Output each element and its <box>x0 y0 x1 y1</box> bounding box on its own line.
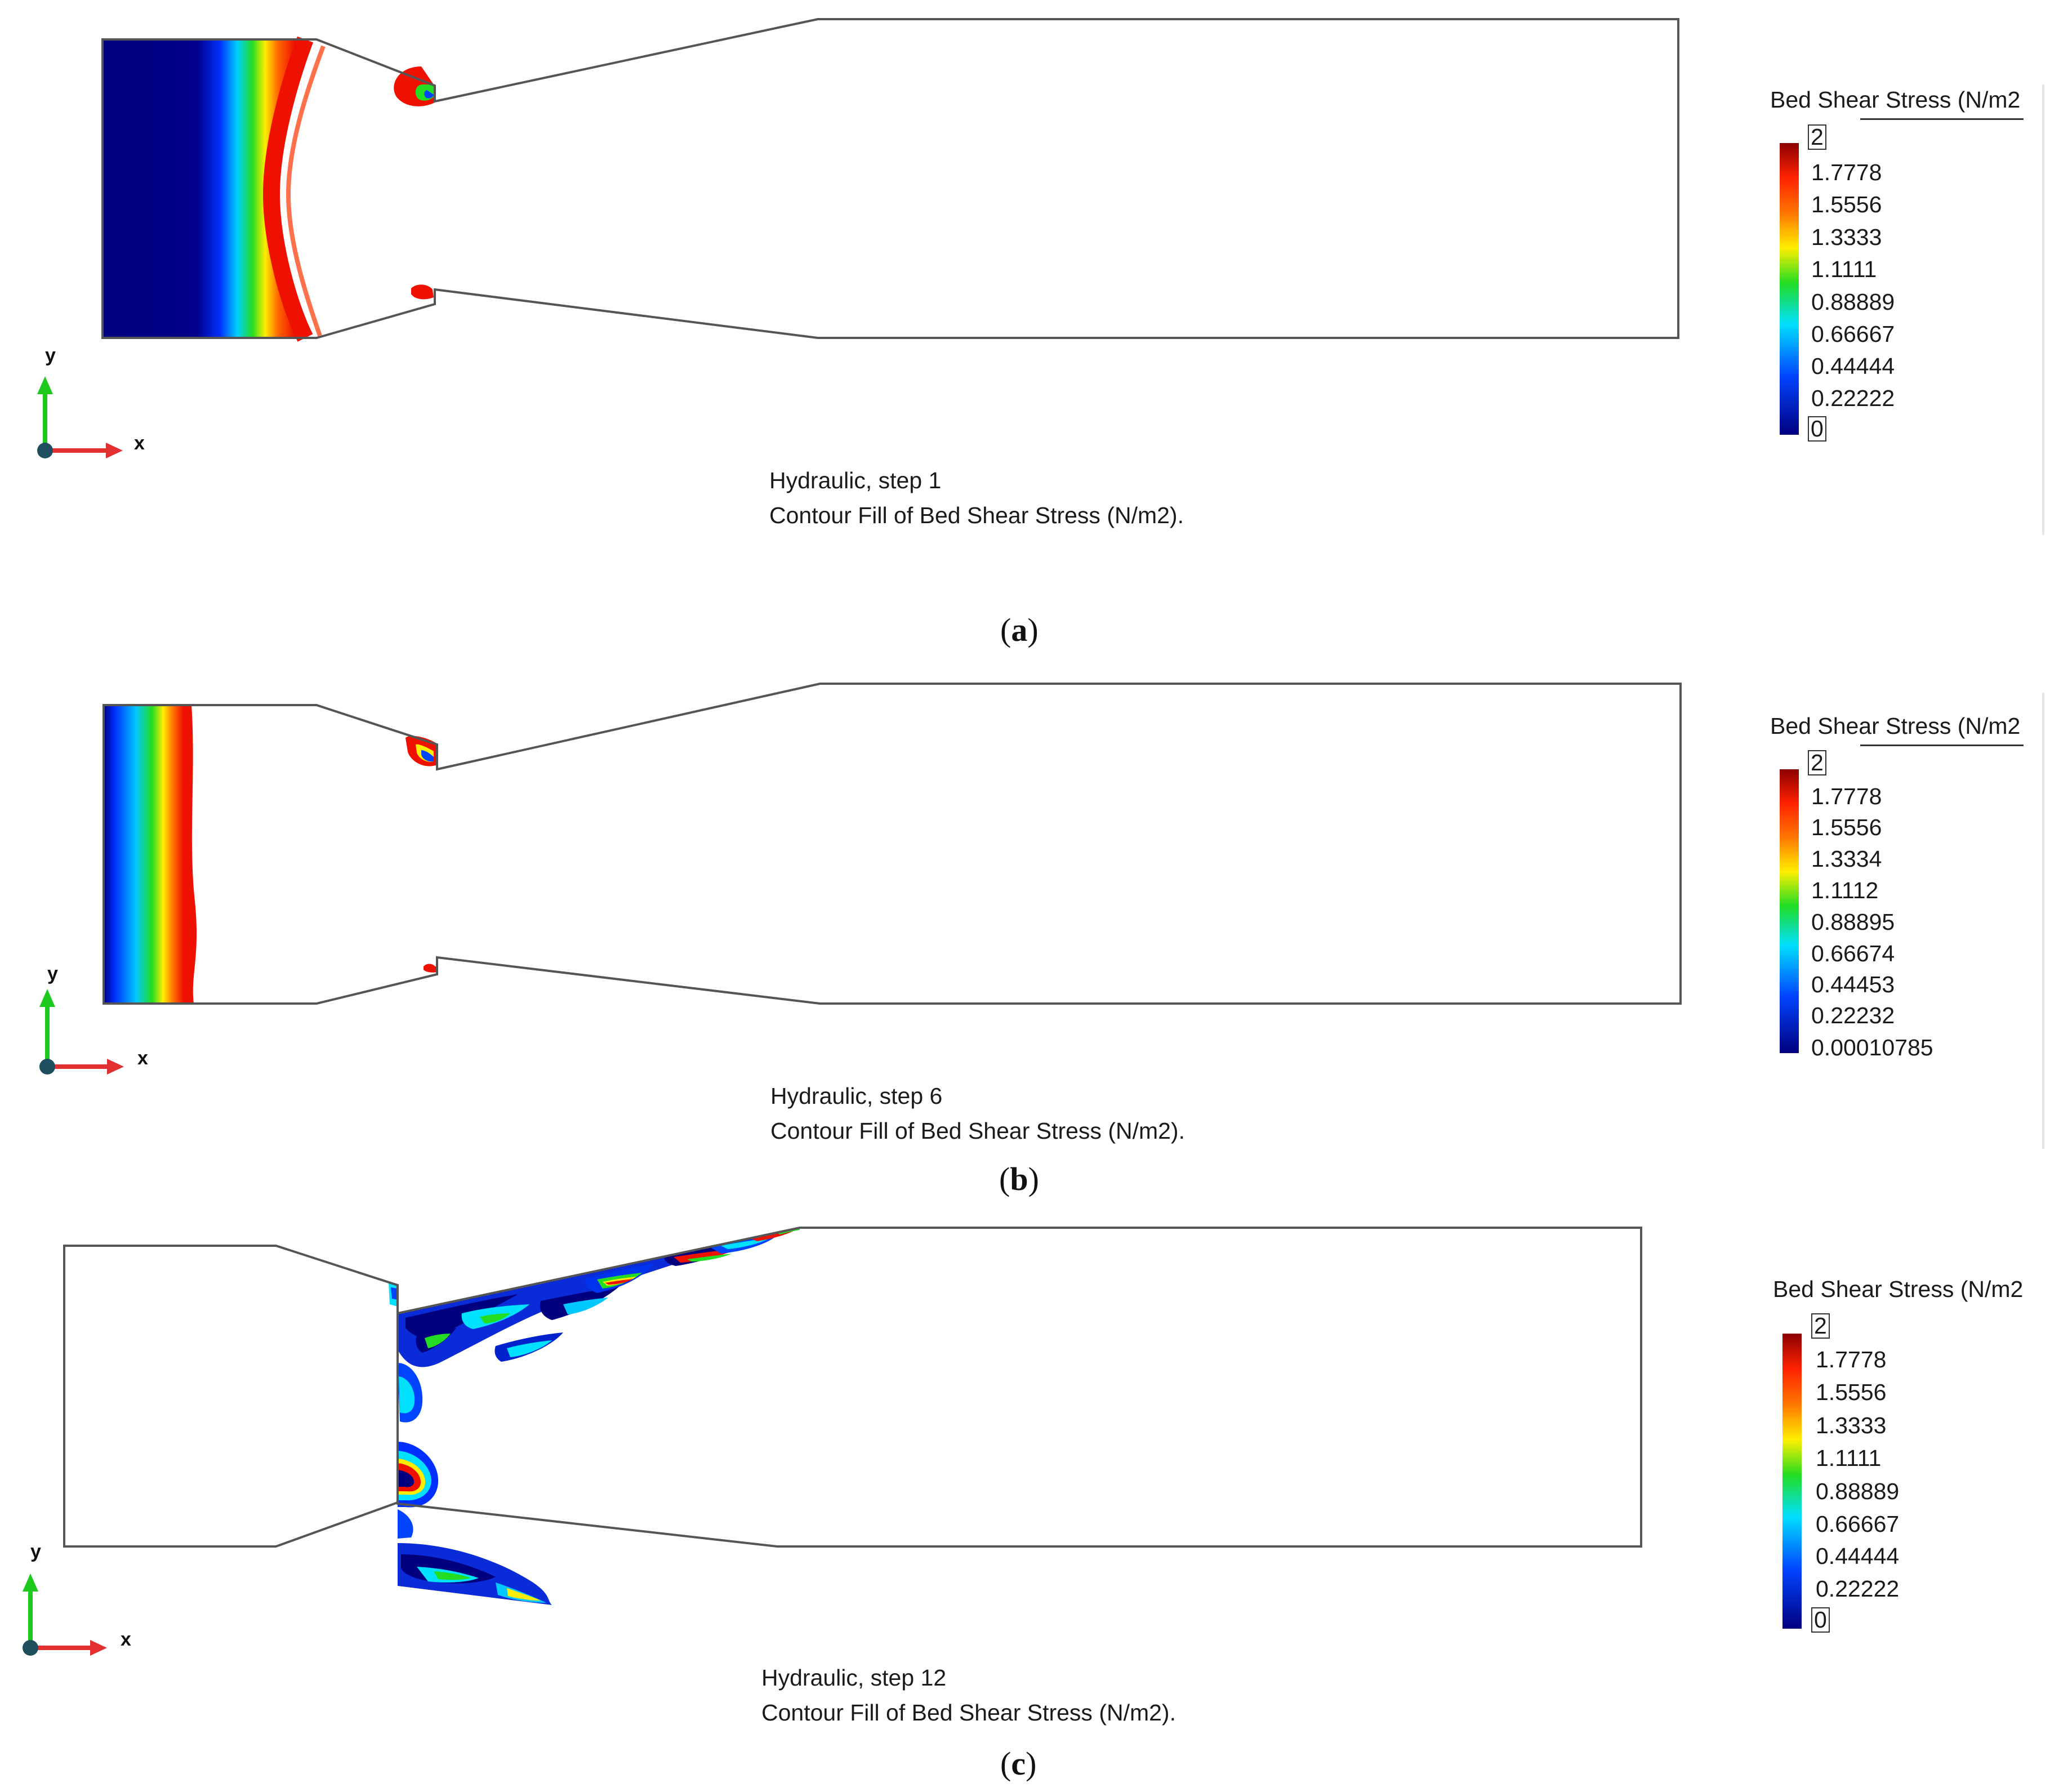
panel-c-tick-6: 0.66667 <box>1816 1511 1900 1537</box>
panel-a-tick-4: 1.1111 <box>1811 256 1877 282</box>
panel-b-colorbar <box>1780 769 1799 1053</box>
panel-b-contour <box>104 705 197 1004</box>
panel-b-tick-3: 1.3334 <box>1811 846 1882 872</box>
panel-c-domain-outline <box>63 1227 1642 1548</box>
panel-b-caption-line2: Contour Fill of Bed Shear Stress (N/m2). <box>770 1118 1185 1144</box>
panel-c-tick-4: 1.1111 <box>1816 1445 1882 1471</box>
panel-b-caption-line1: Hydraulic, step 6 <box>770 1083 943 1109</box>
panel-a-domain-outline <box>101 18 1679 339</box>
panel-b-tick-9: 0.00010785 <box>1811 1035 1933 1060</box>
panel-c-contour <box>389 1228 800 1605</box>
panel-b-x-axis-label: x <box>137 1047 148 1069</box>
panel-b-legend-underline <box>1860 745 2024 746</box>
panel-a-tick-2: 1.5556 <box>1811 191 1882 217</box>
panel-a-tick-3: 1.3333 <box>1811 224 1882 250</box>
panel-c-tick-5: 0.88889 <box>1816 1478 1900 1504</box>
panel-a-colorbar <box>1780 143 1799 435</box>
panel-c-tick-0: 2 <box>1811 1313 1830 1339</box>
panel-a-legend-underline <box>1860 118 2024 120</box>
panel-a-tick-1: 1.7778 <box>1811 159 1882 185</box>
panel-a-tick-8: 0.22222 <box>1811 385 1895 411</box>
panel-a-caption: Hydraulic, step 1 Contour Fill of Bed Sh… <box>769 463 1184 533</box>
panel-b-y-axis-label: y <box>47 963 58 984</box>
panel-b-plot <box>39 683 1682 1075</box>
panel-b-legend-title: Bed Shear Stress (N/m2 <box>1770 713 2021 739</box>
panel-b-domain-outline <box>102 683 1682 1005</box>
panel-c-y-axis-label: y <box>30 1541 41 1562</box>
panel-b-tick-0: 2 <box>1808 750 1826 775</box>
panel-a-y-axis-label: y <box>45 345 56 366</box>
panel-c-caption-line2: Contour Fill of Bed Shear Stress (N/m2). <box>761 1700 1176 1726</box>
panel-a-axis-triad <box>37 376 123 458</box>
panel-b-throat-blob-bottom <box>424 964 437 973</box>
panel-b-tick-7: 0.44453 <box>1811 971 1895 997</box>
panel-c-plot <box>23 1227 1642 1656</box>
panel-c-tick-1: 1.7778 <box>1816 1347 1887 1372</box>
panel-c-tick-9: 0 <box>1811 1607 1830 1633</box>
panel-c-x-axis-label: x <box>121 1629 131 1650</box>
panel-c-caption-line1: Hydraulic, step 12 <box>761 1665 947 1691</box>
panel-b-tick-4: 1.1112 <box>1811 877 1879 903</box>
panel-a-tick-5: 0.88889 <box>1811 289 1895 315</box>
panel-c-axis-triad <box>23 1573 107 1656</box>
panel-c-tick-3: 1.3333 <box>1816 1412 1887 1438</box>
panel-b-label: (b) <box>999 1161 1039 1197</box>
panel-a-x-axis-label: x <box>134 433 145 454</box>
panel-c-colorbar <box>1782 1334 1802 1629</box>
panel-c: y x Bed Shear Stress (N/m2 2 1.7778 1.55… <box>0 1194 2050 1792</box>
panel-a-plot <box>37 18 1679 458</box>
panel-a-tick-9: 0 <box>1808 416 1826 442</box>
panel-a-legend-title: Bed Shear Stress (N/m2 <box>1770 87 2021 113</box>
panel-b-tick-1: 1.7778 <box>1811 783 1882 809</box>
panel-b-axis-triad <box>39 989 124 1075</box>
panel-a-caption-line2: Contour Fill of Bed Shear Stress (N/m2). <box>769 502 1184 528</box>
panel-c-tick-8: 0.22222 <box>1816 1576 1900 1602</box>
right-edge-rule-top <box>2042 84 2044 535</box>
panel-b-legend: Bed Shear Stress (N/m2 2 1.7778 1.5556 1… <box>1770 713 2040 1062</box>
panel-a-legend: Bed Shear Stress (N/m2 2 1.7778 1.5556 1… <box>1770 87 2040 453</box>
panel-a-tick-7: 0.44444 <box>1811 353 1895 379</box>
panel-b-caption: Hydraulic, step 6 Contour Fill of Bed Sh… <box>770 1078 1185 1148</box>
panel-b-tick-8: 0.22232 <box>1811 1002 1895 1028</box>
panel-c-legend-title: Bed Shear Stress (N/m2 <box>1773 1276 2024 1302</box>
panel-c-label: (c) <box>1000 1745 1037 1782</box>
panel-c-tick-2: 1.5556 <box>1816 1379 1887 1405</box>
panel-a-label: (a) <box>1000 612 1039 648</box>
panel-a: y x Bed Shear Stress (N/m2 2 1.7778 1.55… <box>0 0 2050 659</box>
panel-b-tick-5: 0.88895 <box>1811 909 1895 935</box>
panel-b-tick-6: 0.66674 <box>1811 940 1895 966</box>
panel-c-tick-7: 0.44444 <box>1816 1543 1900 1569</box>
panel-c-legend: Bed Shear Stress (N/m2 2 1.7778 1.5556 1… <box>1773 1276 2043 1633</box>
panel-b-tick-2: 1.5556 <box>1811 814 1882 840</box>
right-edge-rule-mid <box>2042 693 2044 1149</box>
panel-a-throat-blob-bottom <box>411 284 434 300</box>
panel-b: y x Bed Shear Stress (N/m2 2 1.7778 1.55… <box>0 659 2050 1197</box>
panel-a-caption-line1: Hydraulic, step 1 <box>769 467 942 493</box>
panel-a-tick-0: 2 <box>1808 124 1826 150</box>
panel-a-tick-6: 0.66667 <box>1811 321 1895 347</box>
panel-c-caption: Hydraulic, step 12 Contour Fill of Bed S… <box>761 1660 1176 1730</box>
panel-a-wavefront <box>262 36 314 342</box>
